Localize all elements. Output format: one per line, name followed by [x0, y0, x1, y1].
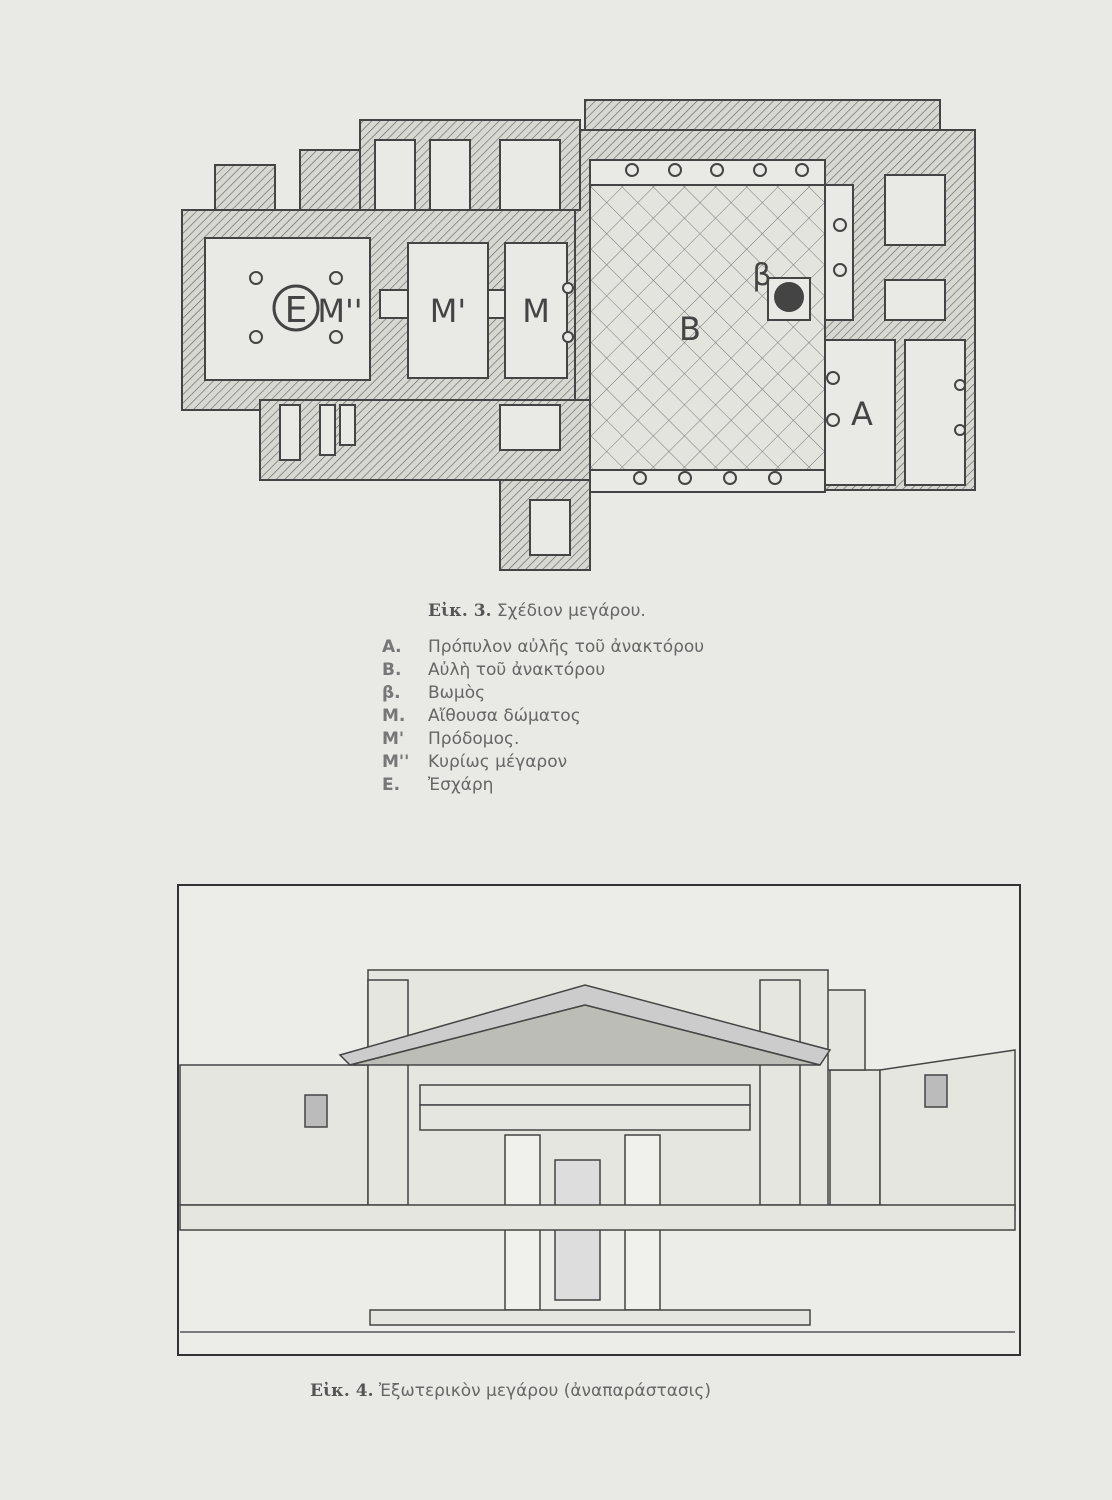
legend-text: Βωμὸς [428, 683, 486, 703]
legend-text: Πρόπυλον αὐλῆς τοῦ ἀνακτόρου [428, 637, 705, 657]
megaron-floor-plan: Ε Μ'' Μ' Μ Β β Α [181, 99, 976, 571]
legend-key: Μ' [382, 729, 405, 749]
legend-key: Μ'' [382, 752, 410, 772]
legend-text: Αὐλὴ τοῦ ἀνακτόρου [428, 660, 606, 680]
legend-key: Α. [382, 637, 402, 657]
legend-item: Β. Αὐλὴ τοῦ ἀνακτόρου [382, 659, 704, 682]
plan-label-a: Α [851, 395, 873, 433]
plan-label-m: Μ [522, 292, 550, 330]
figure4-caption-number: Εἰκ. 4. [310, 1381, 374, 1401]
figure3-caption-text: Σχέδιον μεγάρου. [496, 601, 646, 621]
legend-text: Ἐσχάρη [428, 775, 494, 795]
megaron-elevation-drawing [177, 884, 1021, 1356]
legend-item: β. Βωμὸς [382, 682, 704, 705]
plan-label-b: Β [679, 310, 701, 348]
legend-item: Μ' Πρόδομος. [382, 728, 704, 751]
figure4-caption: Εἰκ. 4. Ἐξωτερικὸν μεγάρου (ἀναπαράστασι… [310, 1381, 711, 1401]
plan-label-m2: Μ'' [317, 292, 362, 330]
legend-item: Μ. Αἴθουσα δώματος [382, 705, 704, 728]
figure3-caption: Εἰκ. 3. Σχέδιον μεγάρου. [428, 601, 646, 621]
figure3-legend: Α. Πρόπυλον αὐλῆς τοῦ ἀνακτόρου Β. Αὐλὴ το… [382, 636, 704, 797]
legend-text: Αἴθουσα δώματος [428, 706, 581, 726]
figure3-caption-number: Εἰκ. 3. [428, 601, 492, 621]
plan-label-m1: Μ' [430, 292, 466, 330]
legend-key: Ε. [382, 775, 401, 795]
legend-key: Μ. [382, 706, 406, 726]
legend-key: β. [382, 683, 401, 703]
figure4-caption-text: Ἐξωτερικὸν μεγάρου (ἀναπαράστασις) [378, 1381, 712, 1401]
legend-item: Α. Πρόπυλον αὐλῆς τοῦ ἀνακτόρου [382, 636, 704, 659]
legend-item: Μ'' Κυρίως μέγαρον [382, 751, 704, 774]
plan-label-e: Ε [285, 290, 308, 331]
legend-key: Β. [382, 660, 402, 680]
legend-text: Κυρίως μέγαρον [428, 752, 568, 772]
legend-item: Ε. Ἐσχάρη [382, 774, 704, 797]
plan-label-beta: β [752, 258, 771, 293]
legend-text: Πρόδομος. [428, 729, 520, 749]
